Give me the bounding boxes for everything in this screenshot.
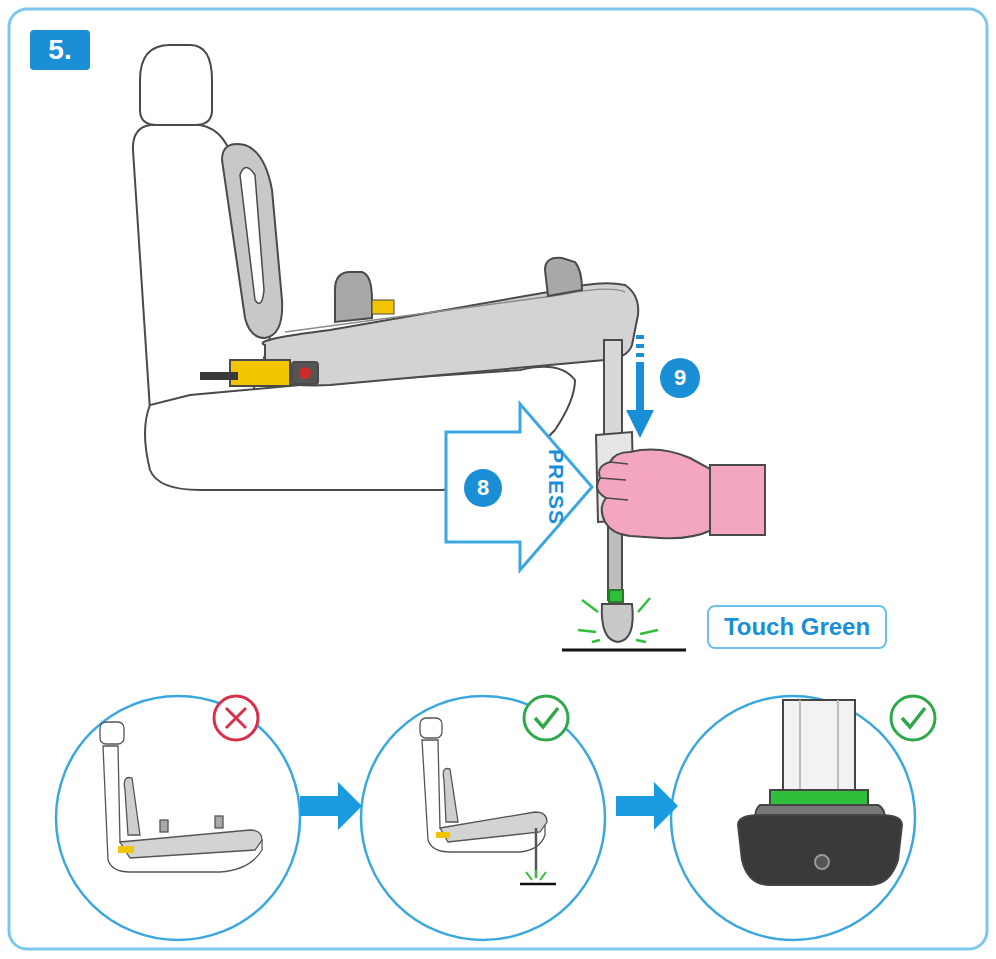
foot-closeup [738,700,902,885]
arrow-outline [446,404,592,570]
small-scene-right [420,718,556,884]
status-box: Touch Green [707,605,887,649]
check-mark [524,696,568,740]
callout-number: 9 [660,358,700,398]
instruction-word: PRESS [544,449,567,525]
check-mark [891,696,935,740]
carrier-handle [222,144,282,338]
step-circles [56,696,915,940]
vehicle-seat [133,45,575,490]
status-text: Touch Green [724,614,870,640]
callout-text: 8 [477,476,489,500]
press-arrow-shape: PRESS 8 [444,402,594,572]
wrong-mark [214,696,258,740]
callout-text: 9 [674,366,686,390]
panel-frame [9,9,987,949]
small-scene-wrong [100,722,262,872]
callout-number: 8 [464,469,502,507]
small-contact-marks [526,870,546,880]
contact-marks [578,598,658,642]
step-number: 5. [30,30,90,70]
isofix-base [200,258,638,386]
callout-text: 5. [48,35,71,66]
press-arrow [626,335,654,438]
hand [597,450,765,539]
